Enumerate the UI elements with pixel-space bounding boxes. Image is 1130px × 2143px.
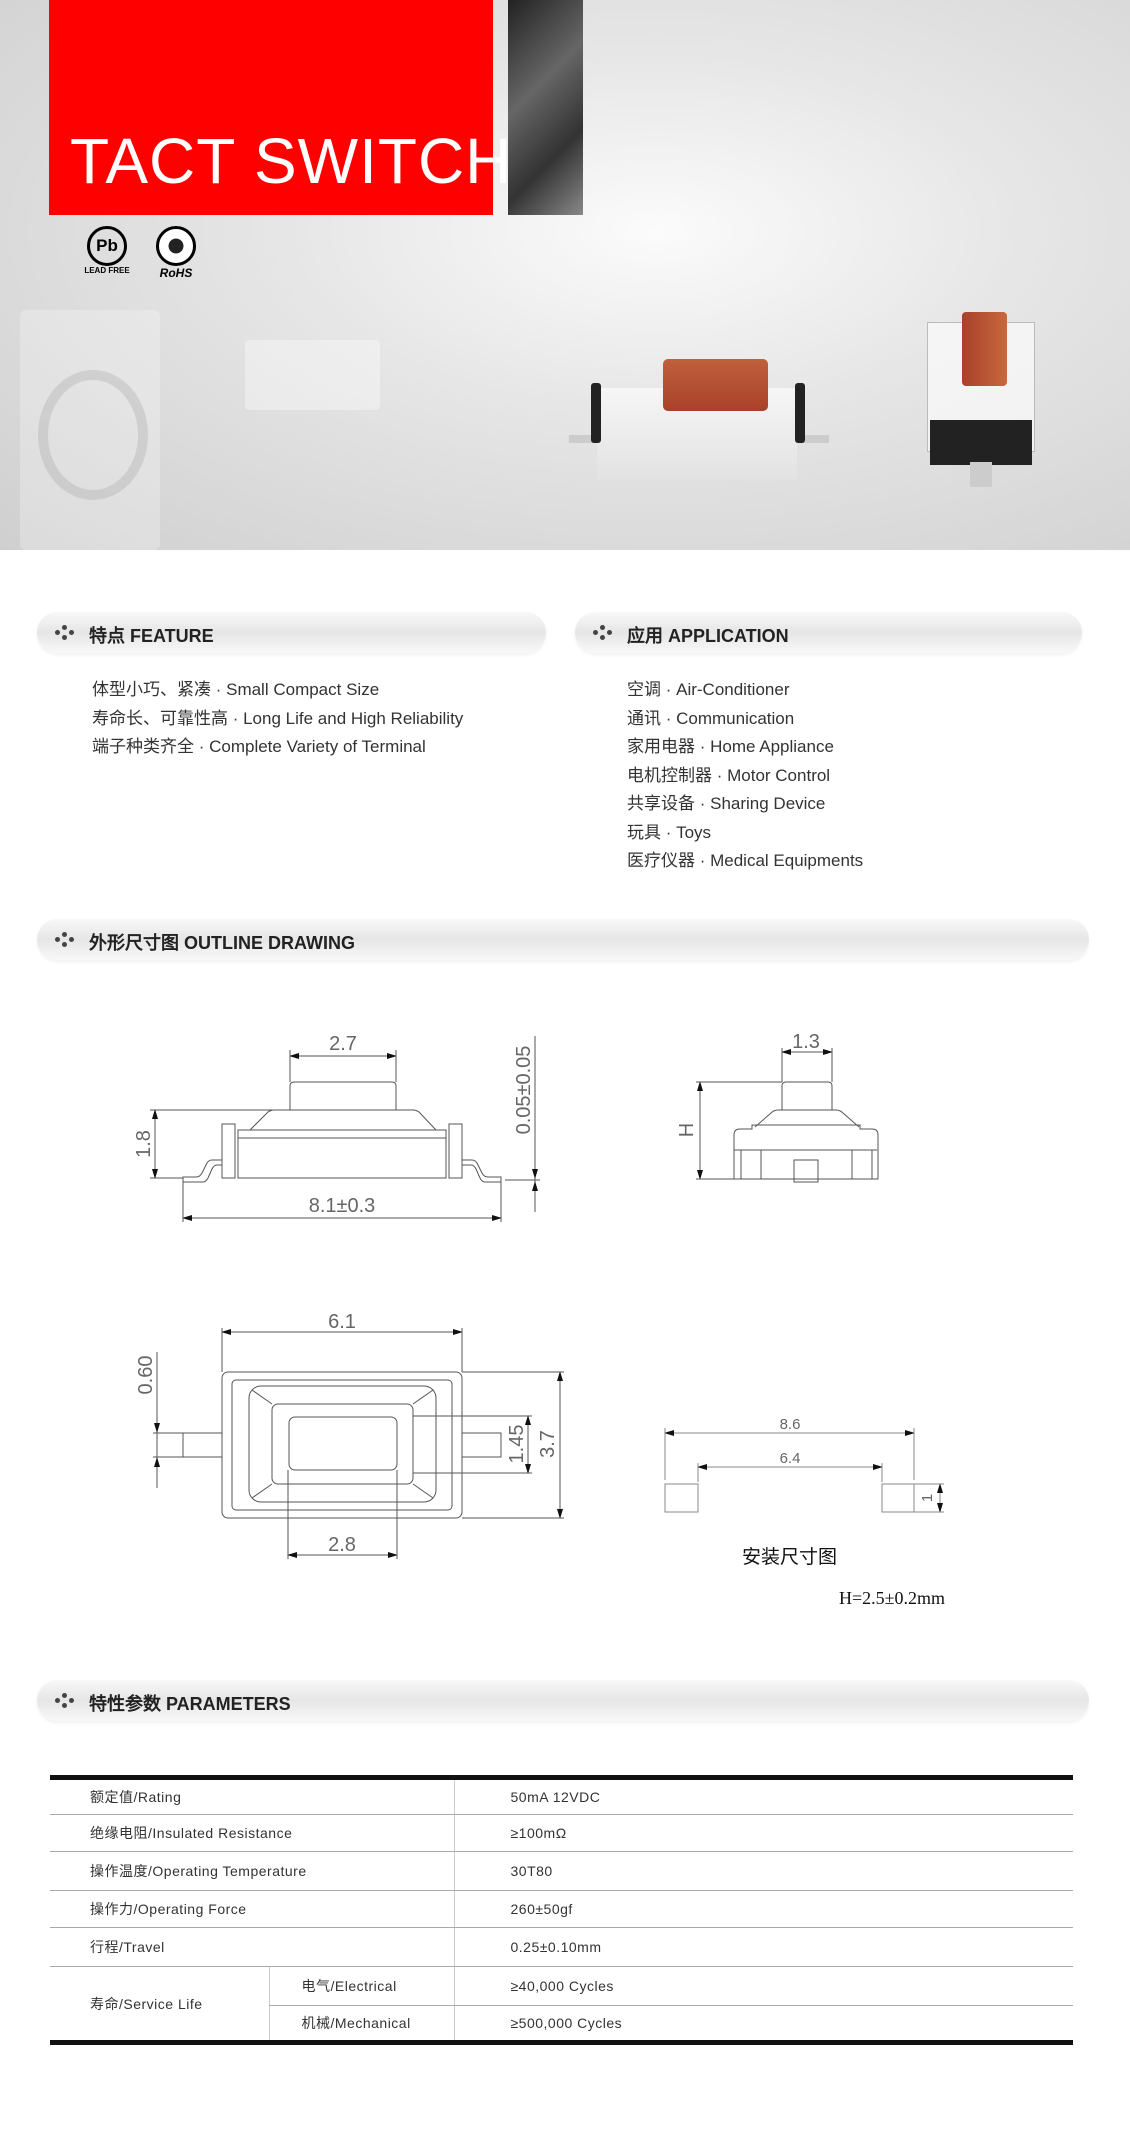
dim-body-height: 3.7 — [537, 1430, 559, 1458]
application-item: 通讯 · Communication — [627, 709, 795, 728]
dots-icon — [55, 1693, 75, 1709]
feature-item: 体型小巧、紧凑 · Small Compact Size — [92, 680, 380, 699]
h-note: H=2.5±0.2mm — [839, 1588, 946, 1608]
dim-window-width: 2.8 — [328, 1534, 356, 1556]
title-block — [49, 0, 493, 215]
dim-pad-outer: 8.6 — [780, 1416, 801, 1433]
param-value: 50mA 12VDC — [453, 1777, 1073, 1815]
page-title: TACT SWITCH — [70, 125, 513, 197]
rohs-label: RoHS — [159, 266, 193, 280]
param-label: 行程/Travel — [50, 1927, 454, 1967]
feature-header: 特点 FEATURE — [37, 612, 546, 653]
param-value: 260±50gf — [453, 1890, 1073, 1928]
dots-icon — [593, 625, 613, 641]
dim-terminal-width: 0.60 — [135, 1356, 157, 1395]
application-item: 医疗仪器 · Medical Equipments — [627, 851, 864, 870]
air-conditioner-image — [245, 340, 380, 410]
param-value: 0.25±0.10mm — [453, 1927, 1073, 1967]
outline-heading: 外形尺寸图 OUTLINE DRAWING — [89, 933, 355, 953]
dim-pad-height: 1 — [919, 1494, 936, 1502]
mount-caption: 安装尺寸图 — [742, 1547, 838, 1568]
side-view: 1.3 H — [676, 1031, 879, 1183]
param-value: ≥500,000 Cycles — [453, 2005, 1073, 2043]
feature-item: 端子种类齐全 · Complete Variety of Terminal — [92, 737, 426, 756]
lead-free-icon: Pb — [87, 226, 127, 266]
param-value: 30T80 — [453, 1851, 1073, 1891]
dim-button-width: 2.7 — [329, 1033, 357, 1055]
top-view: 6.1 0.60 1.45 3.7 2.8 — [135, 1311, 564, 1559]
feature-heading: 特点 FEATURE — [89, 626, 214, 646]
table-row: 绝缘电阻/Insulated Resistance≥100mΩ — [50, 1814, 1073, 1852]
dots-icon — [55, 932, 75, 948]
param-label: 寿命/Service Life — [90, 1995, 203, 2012]
application-item: 家用电器 · Home Appliance — [627, 737, 834, 756]
param-value: ≥100mΩ — [453, 1814, 1073, 1852]
lead-free-badge: Pb LEAD FREE — [84, 226, 130, 278]
parameters-heading: 特性参数 PARAMETERS — [89, 1694, 291, 1714]
front-view: 2.7 1.8 8.1±0.3 0.05±0.05 — [133, 1033, 540, 1222]
washing-machine-image — [20, 310, 160, 550]
dim-height: 1.8 — [133, 1130, 155, 1158]
lead-free-label: LEAD FREE — [84, 266, 130, 275]
param-label: 操作力/Operating Force — [50, 1890, 454, 1928]
outline-header: 外形尺寸图 OUTLINE DRAWING — [37, 919, 1089, 960]
dim-pad-inner: 6.4 — [780, 1450, 801, 1467]
switch-product-front — [565, 355, 830, 485]
leaf-icon — [156, 226, 196, 266]
application-item: 玩具 · Toys — [627, 823, 712, 842]
table-row: 寿命/Service Life 电气/Electrical≥40,000 Cycl… — [50, 1966, 1073, 2012]
dim-total-length: 8.1±0.3 — [309, 1195, 376, 1217]
application-header: 应用 APPLICATION — [575, 612, 1082, 653]
parameters-header: 特性参数 PARAMETERS — [37, 1680, 1089, 1721]
table-row: 机械/Mechanical≥500,000 Cycles — [50, 2005, 1073, 2043]
param-label: 额定值/Rating — [50, 1777, 454, 1815]
switch-product-side — [922, 312, 1040, 487]
outline-drawing: 2.7 1.8 8.1±0.3 0.05±0.05 1.3 H — [133, 1031, 944, 1559]
dim-button-depth: 1.3 — [792, 1031, 820, 1053]
circuit-photo — [508, 0, 583, 215]
param-sublabel: 机械/Mechanical — [268, 2005, 454, 2043]
application-item: 电机控制器 · Motor Control — [627, 766, 831, 785]
param-label: 绝缘电阻/Insulated Resistance — [50, 1814, 454, 1852]
dim-h: H — [676, 1123, 698, 1137]
rohs-badge: RoHS — [153, 226, 199, 280]
param-label: 操作温度/Operating Temperature — [50, 1851, 454, 1891]
mounting-pads: 8.6 6.4 1 — [664, 1416, 944, 1513]
dim-window-height: 1.45 — [506, 1425, 528, 1464]
application-item: 共享设备 · Sharing Device — [627, 794, 826, 813]
hero-banner: TACT SWITCH Pb LEAD FREE RoHS — [0, 0, 1130, 550]
param-sublabel: 电气/Electrical — [268, 1966, 454, 2006]
feature-item: 寿命长、可靠性高 · Long Life and High Reliabilit… — [92, 709, 464, 728]
dim-standoff: 0.05±0.05 — [513, 1046, 535, 1135]
application-heading: 应用 APPLICATION — [627, 626, 789, 646]
application-item: 空调 · Air-Conditioner — [627, 680, 790, 699]
param-value: ≥40,000 Cycles — [453, 1966, 1073, 2006]
dim-body-width: 6.1 — [328, 1311, 356, 1333]
dots-icon — [55, 625, 75, 641]
